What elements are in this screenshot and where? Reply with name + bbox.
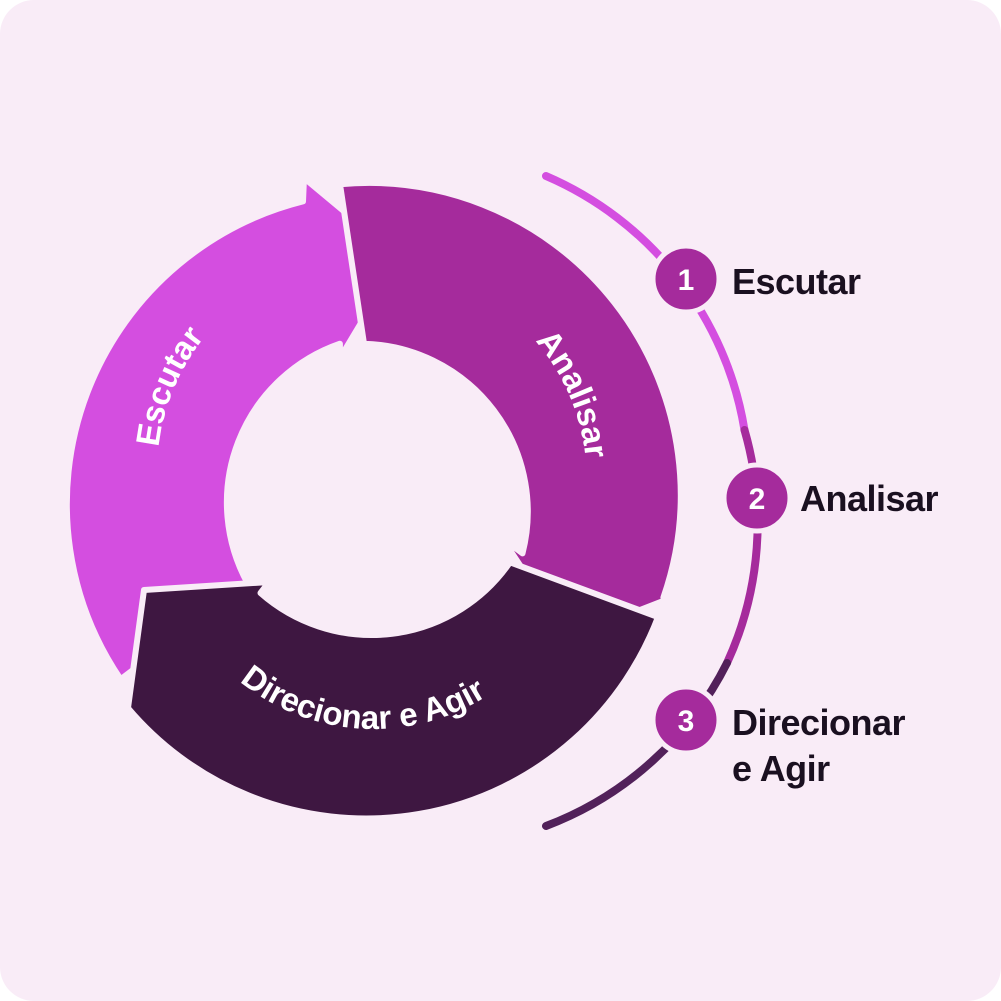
timeline-arc-bottom bbox=[542, 659, 731, 830]
step-label-2: Analisar bbox=[800, 476, 939, 522]
analisar-arrow-segment bbox=[337, 179, 684, 641]
step-number-2: 2 bbox=[749, 483, 766, 516]
timeline-arc-middle bbox=[723, 426, 762, 667]
step-label-3: Direcionar e Agir bbox=[732, 700, 906, 792]
step-label-3-line2: e Agir bbox=[732, 748, 830, 789]
step-label-2-text: Analisar bbox=[800, 478, 939, 519]
step-label-1-text: Escutar bbox=[732, 261, 861, 302]
step-label-3-line1: Direcionar bbox=[732, 702, 906, 743]
step-marker-3: 3 bbox=[650, 684, 722, 756]
agir-arrow-segment bbox=[125, 559, 661, 822]
step-number-3: 3 bbox=[678, 705, 695, 738]
step-label-1: Escutar bbox=[732, 259, 861, 305]
escutar-arrow-segment bbox=[63, 175, 403, 683]
step-marker-2: 2 bbox=[721, 462, 793, 534]
step-number-1: 1 bbox=[678, 264, 695, 297]
step-marker-1: 1 bbox=[650, 243, 722, 315]
